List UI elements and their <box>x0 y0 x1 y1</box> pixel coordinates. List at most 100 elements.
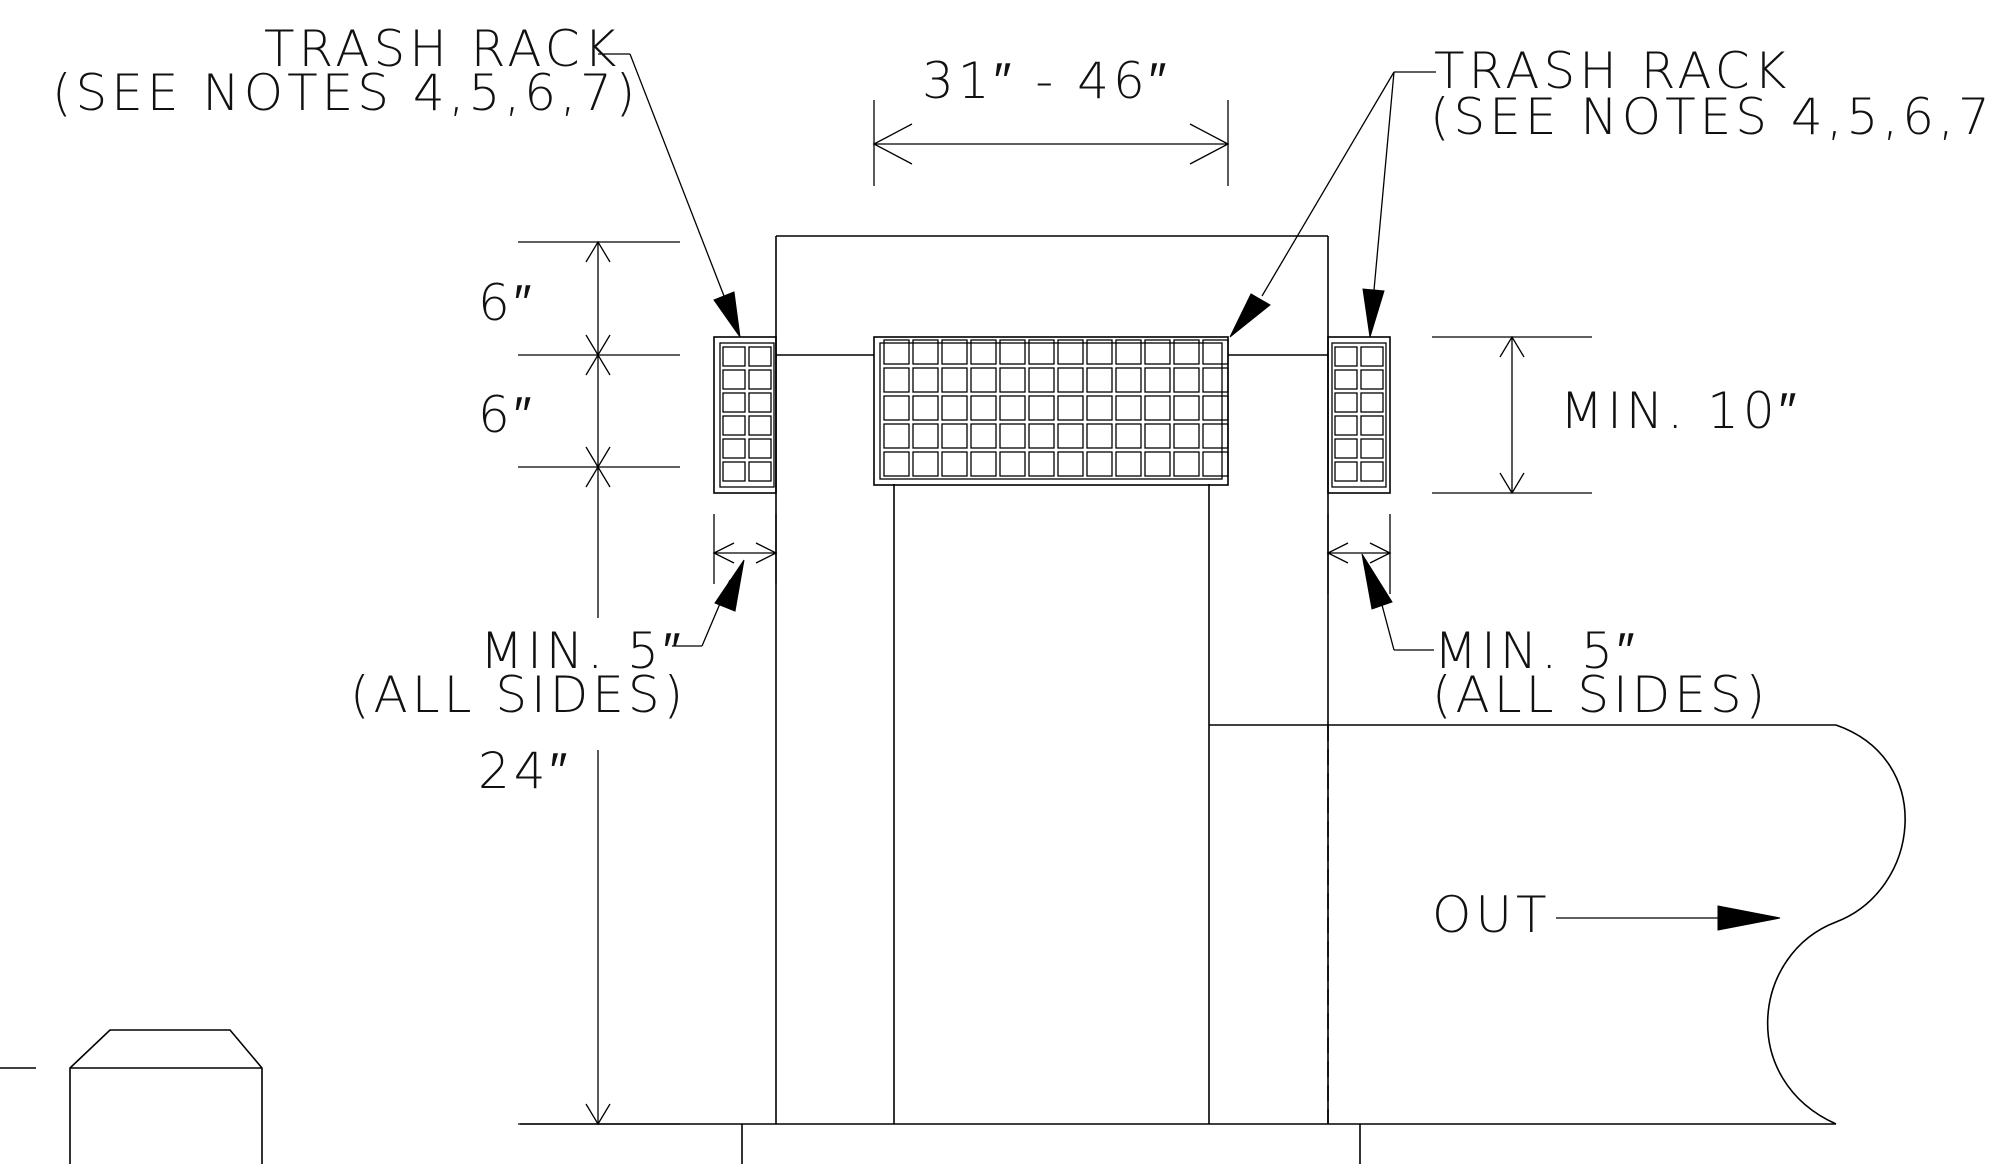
width-range-label: 31″ - 46″ <box>922 52 1170 110</box>
rack-cell <box>748 461 772 482</box>
rack-cell <box>1173 395 1200 421</box>
rack-cell <box>1028 395 1055 421</box>
dim-mid-6-label: 6″ <box>478 386 536 444</box>
width-dimension <box>872 100 1230 186</box>
rack-cell <box>970 367 997 393</box>
rack-cell <box>970 451 997 477</box>
rack-cell <box>1202 451 1229 477</box>
rack-cell <box>970 423 997 449</box>
rack-cell <box>1173 339 1200 365</box>
rack-cell <box>999 367 1026 393</box>
rack-cell <box>748 346 772 367</box>
rack-cell <box>1144 367 1171 393</box>
trash-rack-left-leader <box>598 53 741 338</box>
rack-cell <box>1360 392 1384 413</box>
rack-cell <box>941 423 968 449</box>
rack-cell <box>748 415 772 436</box>
dim-top-6-label: 6″ <box>478 274 536 332</box>
rack-cell <box>1144 395 1171 421</box>
rack-cell <box>941 339 968 365</box>
rack-cell <box>883 395 910 421</box>
min-10-dimension <box>1432 335 1592 495</box>
trash-rack-center <box>873 336 1229 486</box>
rack-cell <box>1173 367 1200 393</box>
out-label: OUT <box>1432 886 1551 944</box>
rack-cell <box>883 423 910 449</box>
rack-cell <box>722 392 746 413</box>
rack-cell <box>1360 369 1384 390</box>
rack-cell <box>722 461 746 482</box>
rack-cell <box>1028 339 1055 365</box>
rack-cell <box>1334 392 1358 413</box>
rack-cell <box>1360 346 1384 367</box>
rack-cell <box>1028 423 1055 449</box>
rack-cell <box>1360 438 1384 459</box>
rack-cell <box>1086 367 1113 393</box>
trash-rack-left-title: TRASH RACK <box>264 20 620 78</box>
rack-cell <box>1202 423 1229 449</box>
rack-cell <box>1086 423 1113 449</box>
rack-cell <box>722 346 746 367</box>
rack-cell <box>1334 461 1358 482</box>
rack-cell <box>970 339 997 365</box>
min-5-left-label: MIN. 5″ <box>480 622 685 680</box>
trash-rack-left-notes: (SEE NOTES 4,5,6,7) <box>52 64 639 122</box>
rack-cell <box>722 369 746 390</box>
rack-cell <box>1202 395 1229 421</box>
rack-cell <box>1173 423 1200 449</box>
rack-cell <box>1028 451 1055 477</box>
rack-cell <box>1057 339 1084 365</box>
rack-cell <box>883 451 910 477</box>
trash-rack-left <box>713 336 777 494</box>
rack-cell <box>1057 451 1084 477</box>
rack-cell <box>1115 451 1142 477</box>
rack-cell <box>1334 346 1358 367</box>
rack-cell <box>1086 451 1113 477</box>
outlet-pipe <box>1209 724 1906 1125</box>
min-10-label: MIN. 10″ <box>1560 382 1800 440</box>
rack-cell <box>1144 451 1171 477</box>
trash-rack-right-title: TRASH RACK <box>1434 42 1790 100</box>
trash-rack-right <box>1327 336 1391 494</box>
rack-cell <box>1115 367 1142 393</box>
rack-cell <box>883 339 910 365</box>
rack-cell <box>999 451 1026 477</box>
rack-cell <box>722 415 746 436</box>
rack-cell <box>1115 339 1142 365</box>
all-sides-right-label: (ALL SIDES) <box>1432 666 1769 724</box>
trash-rack-right-leader <box>1229 71 1436 338</box>
rack-cell <box>1086 339 1113 365</box>
rack-cell <box>748 369 772 390</box>
rack-cell <box>1202 339 1229 365</box>
rack-cell <box>1057 367 1084 393</box>
rack-cell <box>748 438 772 459</box>
rack-cell <box>1360 415 1384 436</box>
rack-cell <box>1115 423 1142 449</box>
min-5-right-label: MIN. 5″ <box>1434 622 1639 680</box>
out-flow-arrow <box>1556 905 1781 931</box>
rack-cell <box>941 451 968 477</box>
rack-cell <box>1144 339 1171 365</box>
rack-cell <box>912 367 939 393</box>
rack-cell <box>912 395 939 421</box>
rack-cell <box>1202 367 1229 393</box>
left-height-dimensions <box>518 240 680 1126</box>
rack-cell <box>970 395 997 421</box>
rack-cell <box>1028 367 1055 393</box>
rack-cell <box>1115 395 1142 421</box>
rack-cell <box>912 423 939 449</box>
rack-cell <box>999 395 1026 421</box>
rack-cell <box>999 339 1026 365</box>
rack-cell <box>912 451 939 477</box>
rack-cell <box>1144 423 1171 449</box>
all-sides-left-label: (ALL SIDES) <box>350 666 687 724</box>
min-5-right-dimension <box>1326 514 1434 651</box>
rack-cell <box>1360 461 1384 482</box>
rack-cell <box>883 367 910 393</box>
rack-cell <box>1334 415 1358 436</box>
adjacent-structure <box>0 1029 263 1164</box>
rack-cell <box>1334 438 1358 459</box>
rack-cell <box>1057 395 1084 421</box>
min-5-left-dimension <box>672 514 778 647</box>
